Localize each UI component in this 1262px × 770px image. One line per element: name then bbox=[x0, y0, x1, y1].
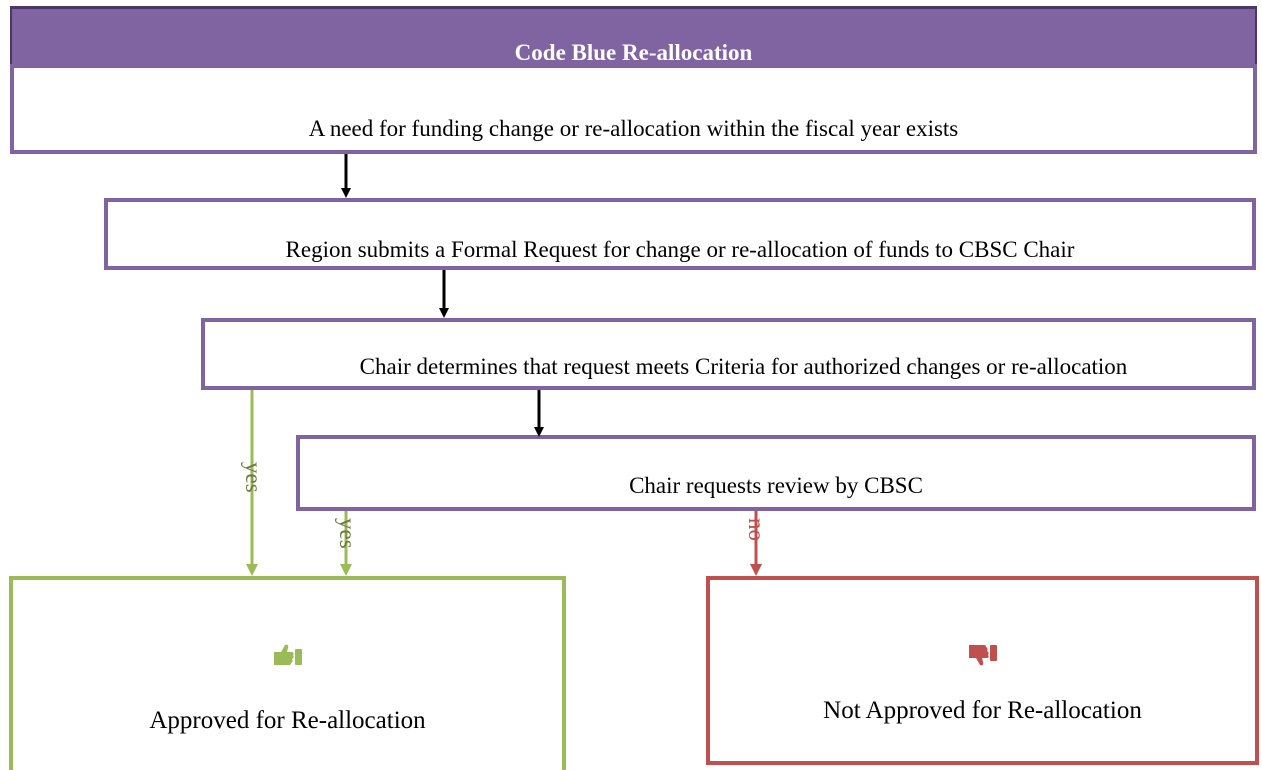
diagram-title: Code Blue Re-allocation bbox=[514, 40, 753, 65]
step-cbsc-review: Chair requests review by CBSC bbox=[296, 435, 1256, 511]
thumbs-up-icon bbox=[13, 644, 562, 671]
outcome-approved: Approved for Re-allocation bbox=[9, 576, 566, 770]
header-banner: Code Blue Re-allocation bbox=[10, 6, 1257, 68]
edge-label-no-review: no bbox=[744, 518, 769, 541]
step-chair-determines-label: Chair determines that request meets Crit… bbox=[359, 354, 1128, 379]
step-submit-request: Region submits a Formal Request for chan… bbox=[104, 198, 1256, 270]
thumbs-down-icon bbox=[710, 644, 1255, 671]
outcome-not-approved-label: Not Approved for Re-allocation bbox=[823, 697, 1142, 724]
step-chair-determines: Chair determines that request meets Crit… bbox=[201, 318, 1256, 390]
step-need-exists-label: A need for funding change or re-allocati… bbox=[308, 116, 959, 141]
step-cbsc-review-label: Chair requests review by CBSC bbox=[629, 473, 923, 498]
step-need-exists: A need for funding change or re-allocati… bbox=[10, 64, 1257, 154]
edge-label-yes-criteria: yes bbox=[241, 462, 266, 493]
outcome-approved-label: Approved for Re-allocation bbox=[149, 707, 426, 734]
edge-label-yes-review: yes bbox=[335, 518, 360, 549]
step-submit-request-label: Region submits a Formal Request for chan… bbox=[285, 237, 1075, 262]
outcome-not-approved: Not Approved for Re-allocation bbox=[706, 576, 1259, 765]
